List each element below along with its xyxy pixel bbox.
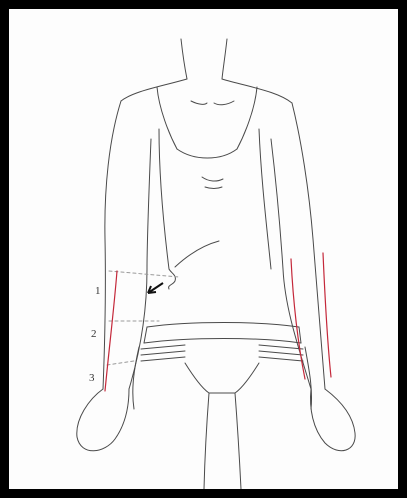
ruching-left-2 (141, 351, 185, 355)
right-hand (311, 389, 356, 451)
marker-label-1: 1 (95, 285, 101, 297)
marker-label-3: 3 (89, 372, 95, 384)
right-arm-outer-highlight (323, 253, 331, 377)
waistband-left-edge (144, 327, 147, 343)
neck-right (222, 39, 227, 79)
shoulder-left (121, 79, 187, 101)
strap-left (157, 87, 177, 149)
thigh-right-inner (235, 393, 241, 489)
hem-detail (169, 269, 176, 289)
waistband-right-edge (299, 327, 301, 343)
guide-line-1 (109, 271, 179, 277)
collarbone-left (191, 101, 207, 104)
ruching-right-1 (259, 345, 303, 349)
left-arm-highlight (105, 271, 117, 391)
brief-left-leg (185, 363, 209, 393)
bust-line (202, 177, 223, 181)
neck-left (181, 39, 187, 79)
left-hand (77, 389, 129, 451)
left-arm-inner (129, 139, 151, 389)
arrow-icon (148, 283, 163, 293)
marker-label-2: 2 (91, 328, 97, 340)
waistband-bottom (144, 339, 301, 344)
strap-right (237, 87, 257, 149)
collarbone-right (214, 101, 234, 105)
thigh-left-inner (204, 393, 209, 489)
neckline (177, 149, 237, 158)
right-arm-outer (292, 103, 325, 389)
waistband-top (147, 323, 299, 328)
leg-left-outer (133, 347, 139, 409)
ruching-left-3 (141, 357, 185, 361)
ruching-left-1 (141, 345, 185, 349)
ruching-right-3 (259, 357, 303, 361)
body-outline (77, 39, 355, 489)
ruching-right-2 (259, 351, 303, 355)
brief-right-leg (235, 363, 259, 393)
left-arm-outer (103, 101, 121, 389)
bust-line-2 (205, 187, 222, 189)
torso-right (259, 129, 271, 269)
guide-line-3 (107, 361, 134, 365)
shirt-fold (175, 241, 219, 267)
torso-left (159, 129, 169, 269)
figure-sketch: 1 2 3 (9, 9, 398, 489)
